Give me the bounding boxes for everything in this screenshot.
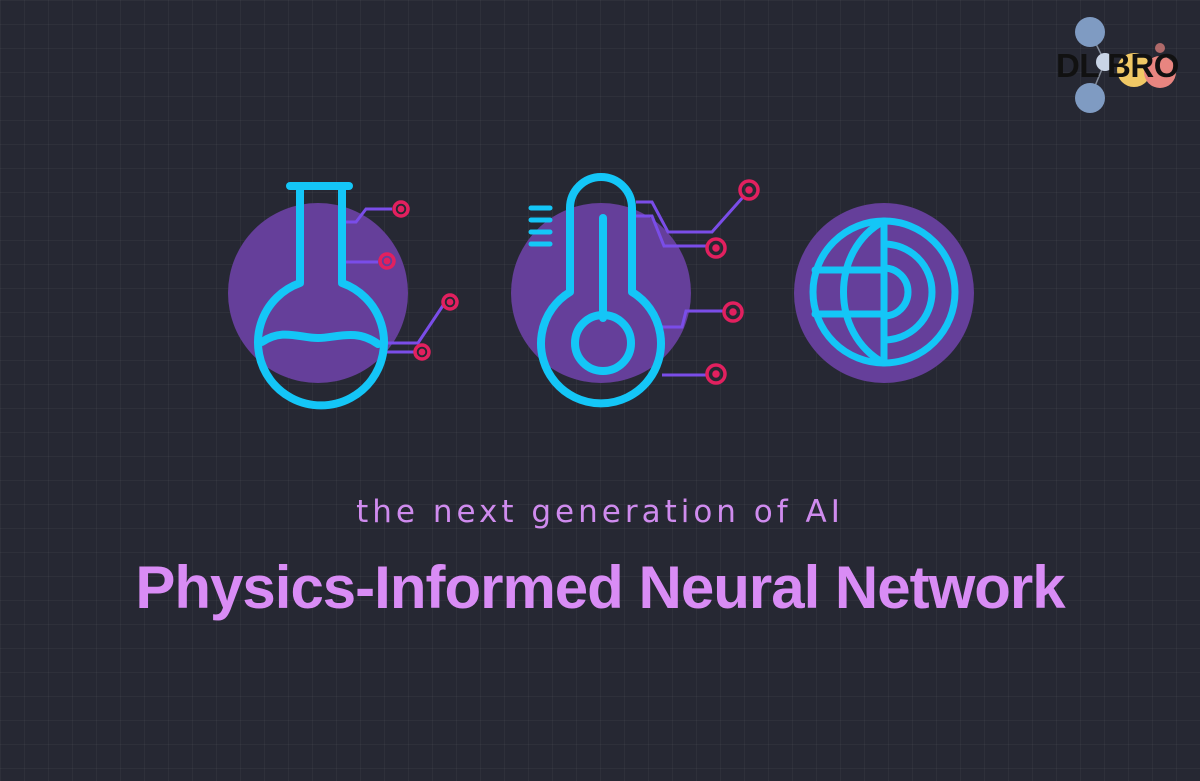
logo-network-graphic: [1075, 17, 1176, 113]
thermometer-circuit-traces: [636, 195, 746, 377]
flask-circuit-nodes: [378, 200, 459, 361]
logo-text: DL BRO: [1056, 47, 1179, 84]
thermometer-circuit-nodes: [705, 179, 760, 385]
headline: Physics-Informed Neural Network: [135, 554, 1065, 621]
globe-icon: [794, 203, 974, 383]
flask-circuit-traces: [344, 207, 446, 354]
thermometer-icon: [511, 173, 760, 408]
brand-logo: DL BRO: [1050, 10, 1196, 118]
tagline: the next generation of AI: [356, 494, 844, 530]
flask-icon: [228, 182, 459, 410]
thermometer-scale-marks: [528, 205, 553, 247]
